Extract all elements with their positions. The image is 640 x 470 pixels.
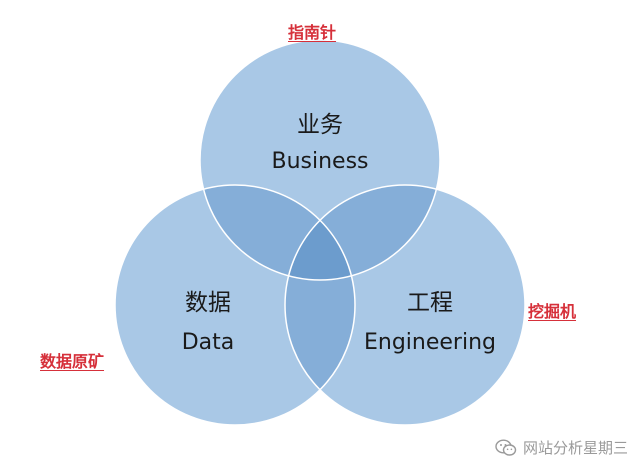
excavator-annotation: 挖掘机: [528, 302, 577, 321]
engineering-label-zh: 工程: [407, 290, 453, 316]
data-circle-outline: [114, 184, 356, 426]
business-label-en: Business: [271, 149, 369, 174]
data-label-zh: 数据: [185, 290, 231, 316]
business-label-zh: 业务: [297, 112, 343, 138]
business-engineering-overlap: [285, 185, 440, 280]
watermark-text: 网站分析星期三: [522, 439, 628, 457]
compass-annotation: 指南针: [288, 23, 337, 42]
engineering-label-en: Engineering: [364, 330, 496, 355]
engineering-circle-outline: [284, 184, 526, 426]
business-data-overlap: [200, 185, 355, 280]
business-circle-outline: [199, 39, 441, 281]
data-label-en: Data: [181, 330, 235, 355]
wechat-icon: [495, 438, 517, 456]
watermark: 网站分析星期三: [495, 437, 628, 458]
data-mine-annotation: 数据原矿: [40, 352, 105, 371]
